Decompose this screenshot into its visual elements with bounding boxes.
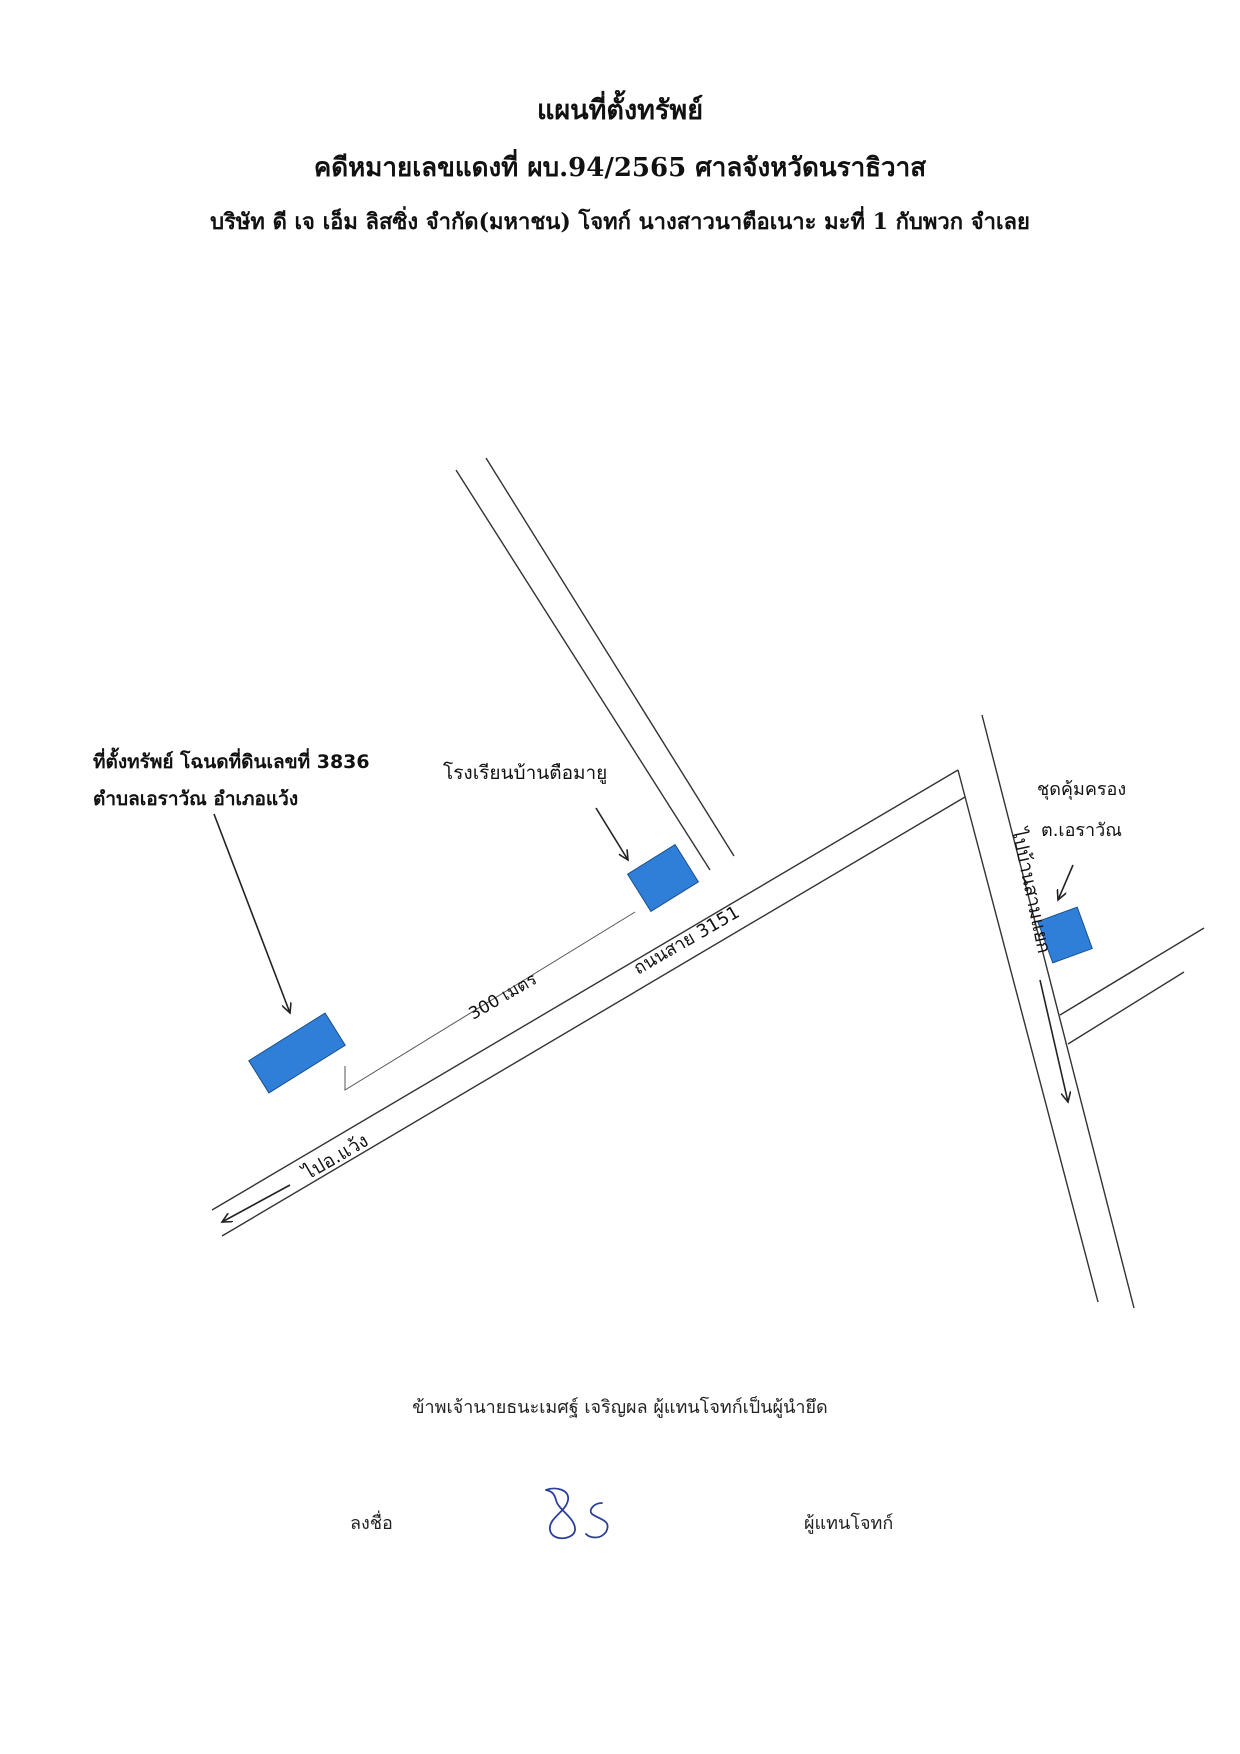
school-pointer-arrow [595,807,628,860]
seizure-note: ข้าพเจ้านายธนะเมศฐ์ เจริญผล ผู้แทนโจทก์เ… [412,1397,828,1418]
property-label-line1: ที่ตั้งทรัพย์ โฉนดที่ดินเลขที่ 3836 [93,747,370,773]
main-road [211,769,966,1237]
community-label-line1: ชุดคุ้มครอง [1037,779,1126,800]
village-road [957,714,1135,1309]
road-label: ถนนสาย 3151 [630,902,743,980]
sign-label: ลงชื่อ [350,1513,393,1534]
to-village-arrow [1039,979,1068,1102]
community-pointer-arrow [1058,864,1074,900]
signature-mark [545,1487,609,1540]
property-pointer-arrow [213,813,290,1013]
school-road [455,457,735,871]
parties-line: บริษัท ดี เจ เอ็ม ลิสซิ่ง จำกัด(มหาชน) โ… [210,209,1030,235]
to-waeng-arrow [222,1184,291,1222]
distance-label: 300 เมตร [466,969,541,1024]
community-marker [1037,906,1093,964]
school-label: โรงเรียนบ้านตือมายู [443,761,607,784]
community-label-line2: ต.เอราวัณ [1041,820,1122,841]
property-marker [248,1012,346,1094]
distance-line [344,911,636,1091]
document-title: แผนที่ตั้งทรัพย์ [536,95,704,126]
to-village-label: ไปบ้านสามแยก [1007,825,1055,956]
school-marker [626,843,700,913]
case-number-line: คดีหมายเลขแดงที่ ผบ.94/2565 ศาลจังหวัดนร… [313,153,927,183]
signer-role-label: ผู้แทนโจทก์ [804,1513,894,1534]
property-label-line2: ตำบลเอราวัณ อำเภอแว้ง [93,788,298,810]
branch-road [1059,927,1205,1045]
